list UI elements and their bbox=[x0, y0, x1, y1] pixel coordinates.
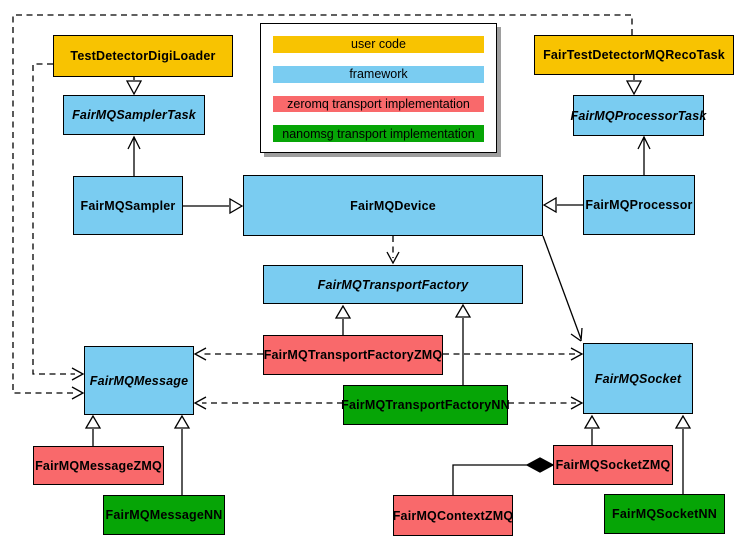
node-fairmqprocessortask: FairMQProcessorTask bbox=[570, 95, 706, 136]
node-fairmqcontextzmq: FairMQContextZMQ bbox=[393, 495, 513, 536]
arrowhead-factorynn-message-icon bbox=[193, 396, 207, 410]
triangle-processor-device-icon bbox=[542, 196, 557, 214]
edge-device-socket bbox=[542, 235, 582, 340]
node-fairmqsamplertask: FairMQSamplerTask bbox=[63, 95, 205, 135]
legend-item-nanomsg: nanomsg transport implementation bbox=[273, 125, 484, 142]
arrowhead-into-message-upper-icon bbox=[71, 367, 85, 381]
node-fairmqsocketzmq: FairMQSocketZMQ bbox=[553, 445, 673, 485]
triangle-socketnn-socket-icon bbox=[674, 414, 692, 429]
composition-diamond-icon bbox=[525, 457, 555, 473]
triangle-recotask-processortask-icon bbox=[625, 80, 643, 96]
arrowhead-sampler-samplertask-icon bbox=[127, 135, 141, 150]
arrowhead-into-message-lower-icon bbox=[71, 386, 85, 400]
triangle-messagezmq-message-icon bbox=[84, 414, 102, 429]
triangle-sampler-device-icon bbox=[229, 197, 244, 215]
node-fairmqtransportfactoryzmq: FairMQTransportFactoryZMQ bbox=[263, 335, 443, 375]
arrowhead-device-socket-icon bbox=[570, 327, 583, 342]
node-fairmqtransportfactory: FairMQTransportFactory bbox=[263, 265, 523, 304]
node-fairmqmessagenn: FairMQMessageNN bbox=[103, 495, 225, 535]
legend-item-zeromq: zeromq transport implementation bbox=[273, 95, 484, 113]
legend-item-framework: framework bbox=[273, 65, 484, 83]
triangle-digiloader-samplertask-icon bbox=[125, 80, 143, 96]
arrowhead-factoryzmq-socket-icon bbox=[570, 347, 584, 361]
edge-recotask-to-message-dashed bbox=[12, 14, 633, 394]
legend-box: user code framework zeromq transport imp… bbox=[260, 23, 497, 153]
edge-digiloader-to-message-dashed bbox=[32, 63, 75, 375]
inheritance-triangles bbox=[84, 80, 692, 429]
arrowhead-processor-processortask-icon bbox=[637, 135, 651, 150]
node-testdetectordigiloader: TestDetectorDigiLoader bbox=[53, 35, 233, 77]
legend-item-user-code: user code bbox=[273, 36, 484, 53]
edge-socketzmq-contextzmq bbox=[452, 464, 527, 495]
node-fairmqsampler: FairMQSampler bbox=[73, 176, 183, 235]
triangle-socketzmq-socket-icon bbox=[583, 414, 601, 429]
triangle-factorynn-transportfactory-icon bbox=[454, 303, 472, 318]
node-fairmqmessage: FairMQMessage bbox=[84, 346, 194, 415]
dashed-dependency-lines bbox=[12, 14, 633, 404]
node-fairmqsocketnn: FairMQSocketNN bbox=[604, 494, 725, 534]
node-fairmqdevice: FairMQDevice bbox=[243, 175, 543, 236]
node-fairmqmessagezmq: FairMQMessageZMQ bbox=[33, 446, 164, 485]
node-fairmqsocket: FairMQSocket bbox=[583, 343, 693, 414]
triangle-factoryzmq-transportfactory-icon bbox=[334, 304, 352, 319]
node-fairmqprocessor: FairMQProcessor bbox=[583, 175, 695, 235]
triangle-messagenn-message-icon bbox=[173, 414, 191, 429]
arrowhead-factoryzmq-message-icon bbox=[193, 347, 207, 361]
arrowhead-device-transportfactory-icon bbox=[386, 251, 400, 265]
node-fairtestdetectormqrecotask: FairTestDetectorMQRecoTask bbox=[534, 35, 734, 75]
solid-lines bbox=[92, 75, 684, 495]
node-fairmqtransportfactorynn: FairMQTransportFactoryNN bbox=[341, 385, 510, 425]
arrowhead-factorynn-socket-icon bbox=[570, 396, 584, 410]
open-arrowheads bbox=[71, 135, 651, 410]
